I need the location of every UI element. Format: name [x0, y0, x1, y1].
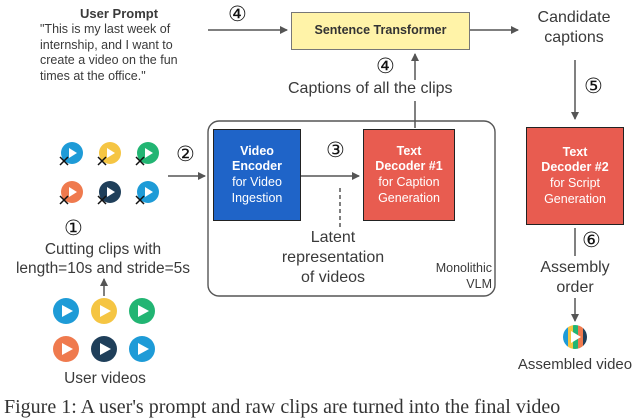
latent-line: representation	[281, 249, 385, 266]
step-4-mid: ④	[376, 55, 395, 78]
cutting-clips-label: Cutting clips with length=10s and stride…	[14, 240, 192, 278]
video-play-icon	[91, 336, 117, 362]
video-play-icon	[129, 336, 155, 362]
monolithic-vlm-label: Monolithic VLM	[414, 260, 492, 292]
step-6: ⑥	[582, 229, 601, 252]
sentence-transformer-box: Sentence Transformer	[291, 12, 470, 50]
cutting-line: Cutting clips with	[44, 241, 162, 258]
assembly-line: order	[556, 279, 594, 296]
assembly-order-label: Assembly order	[530, 258, 620, 298]
video-encoder-sub: Ingestion	[231, 190, 283, 205]
text-decoder-1-title: Text	[396, 143, 422, 158]
cut-clip-icon	[97, 142, 121, 166]
candidate-captions-line: captions	[544, 29, 604, 46]
text-decoder-1-sub: for Caption	[378, 175, 440, 189]
cut-clip-icon	[135, 181, 159, 205]
user-prompt-title: User Prompt	[80, 6, 159, 21]
monolithic-line: VLM	[466, 277, 492, 291]
sentence-transformer-label: Sentence Transformer	[314, 23, 447, 38]
step-5: ⑤	[584, 75, 603, 98]
step-4-top: ④	[228, 3, 247, 26]
user-prompt-line: create a video on the fun	[40, 53, 178, 67]
video-play-icon	[91, 298, 117, 324]
step-3: ③	[326, 139, 345, 162]
assembly-line: Assembly	[540, 259, 610, 276]
monolithic-line: Monolithic	[435, 261, 492, 275]
cut-clip-icon	[59, 181, 83, 205]
text-decoder-2-box: Text Decoder #2 for Script Generation	[526, 127, 624, 225]
text-decoder-2-sub: for Script	[549, 176, 600, 190]
text-decoder-1-title: Decoder #1	[375, 159, 443, 174]
cut-clip-icon	[97, 181, 121, 205]
video-encoder-title: Encoder	[231, 159, 282, 174]
step-1: ①	[64, 217, 83, 240]
video-play-icon	[129, 298, 155, 324]
user-videos-label: User videos	[64, 370, 146, 387]
step-2: ②	[176, 143, 195, 166]
video-encoder-title: Video	[240, 143, 274, 158]
cutting-line: length=10s and stride=5s	[15, 260, 191, 277]
latent-line: Latent	[310, 229, 356, 246]
figure-caption: Figure 1: A user's prompt and raw clips …	[4, 396, 561, 418]
cut-clip-icon	[135, 142, 159, 166]
text-decoder-2-sub: Generation	[544, 191, 606, 206]
captions-all-clips-label: Captions of all the clips	[288, 80, 453, 97]
latent-line: of videos	[300, 269, 366, 286]
video-encoder-sub: for Video	[232, 175, 282, 189]
text-decoder-2-title: Decoder #2	[541, 160, 609, 175]
text-decoder-1-box: Text Decoder #1 for Caption Generation	[363, 129, 455, 221]
candidate-captions-line: Candidate	[537, 9, 611, 26]
user-prompt-line: internship, and I want to	[40, 37, 173, 52]
video-play-icon	[53, 298, 79, 324]
candidate-captions-label: Candidate captions	[524, 8, 624, 48]
video-play-icon	[53, 336, 79, 362]
vlm-container	[207, 120, 496, 297]
user-prompt-line: "This is my last week of	[40, 22, 171, 36]
cut-clip-icon	[59, 142, 83, 166]
video-encoder-box: Video Encoder for Video Ingestion	[213, 129, 301, 221]
user-prompt-line: times at the office."	[40, 68, 146, 83]
user-prompt-text: "This is my last week of internship, and…	[40, 22, 210, 84]
latent-representation-label: Latent representation of videos	[258, 228, 408, 288]
assembled-video-label: Assembled video	[517, 356, 633, 373]
text-decoder-2-title: Text	[562, 144, 588, 159]
text-decoder-1-sub: Generation	[378, 190, 440, 205]
